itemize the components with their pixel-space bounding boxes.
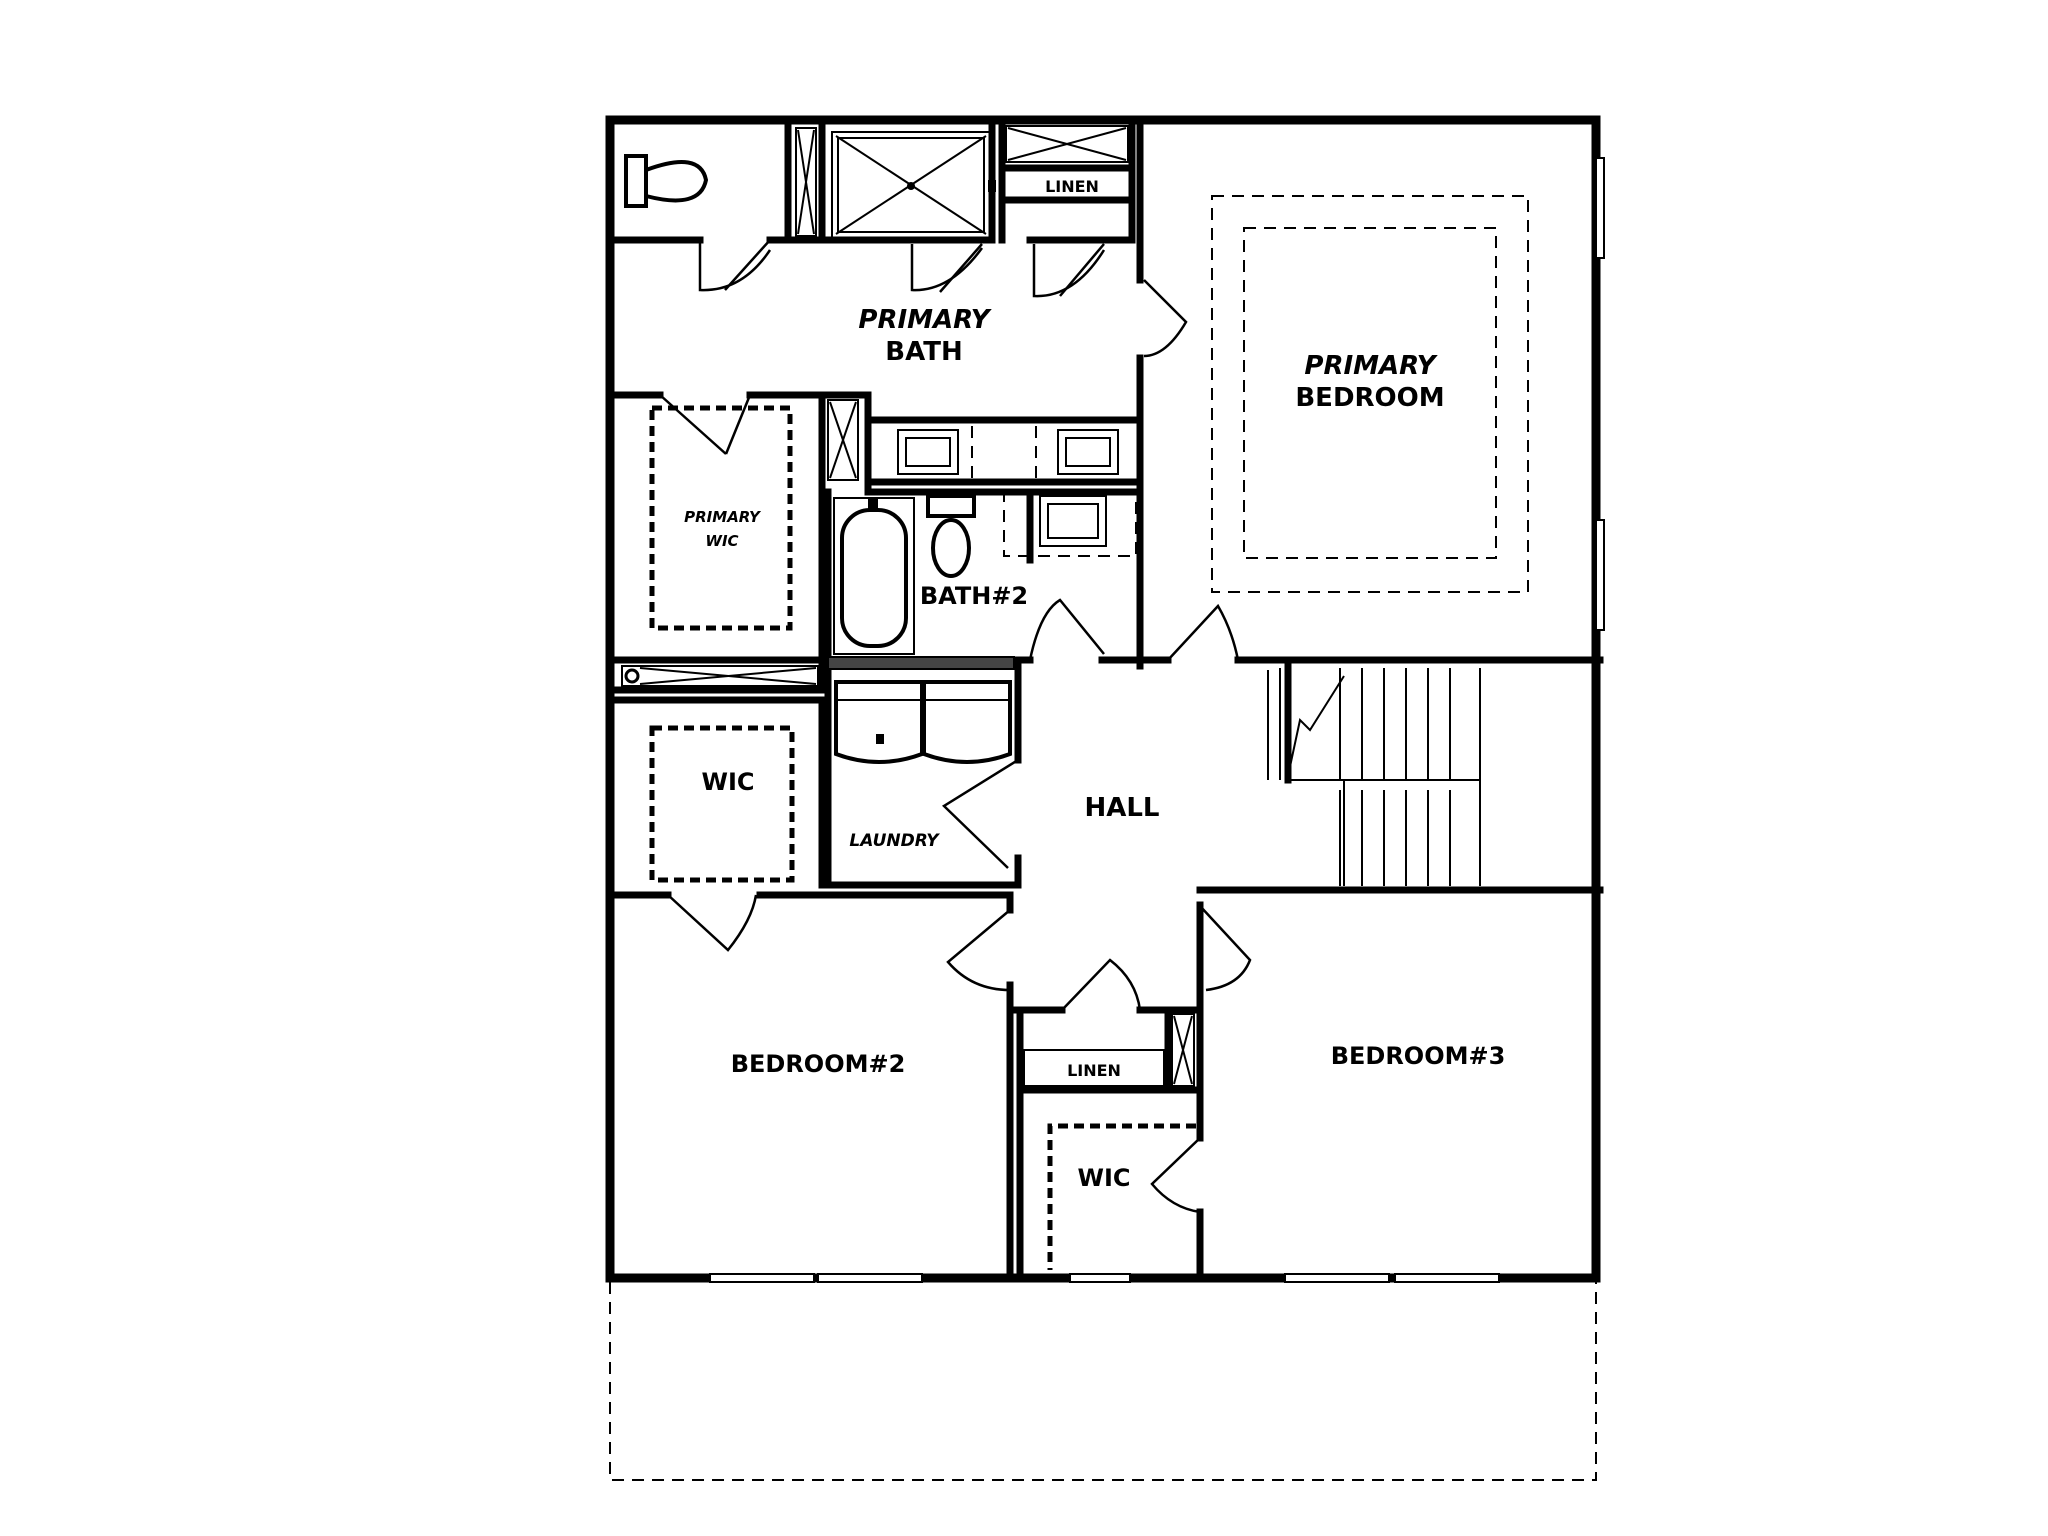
- primary-wic-shelving: [649, 405, 793, 631]
- window-bottom-3: [1069, 1273, 1131, 1283]
- wic-left-shelving: [649, 725, 795, 883]
- shower-icon: [831, 131, 996, 239]
- cabinet-icons: [621, 125, 1195, 1087]
- bath2-label: BATH#2: [920, 582, 1028, 610]
- door-swings: [659, 239, 1252, 1214]
- primary-bath-label-1: PRIMARY: [858, 305, 992, 335]
- window-bottom-5: [1394, 1273, 1500, 1283]
- wic-lower-shelving: [1047, 1123, 1196, 1270]
- bathtub-icon: [833, 497, 915, 655]
- primary-bath-label-2: BATH: [885, 337, 962, 367]
- primary-wic-label-2: WIC: [705, 532, 738, 550]
- linen-shelf-mid: [1023, 1049, 1165, 1087]
- toilet-bath2-icon: [926, 494, 976, 578]
- window-bottom-4: [1284, 1273, 1390, 1283]
- primary-bedroom-label-1: PRIMARY: [1304, 351, 1438, 381]
- washer-dryer-icon: [834, 680, 1012, 764]
- tray-ceiling-inner: [1243, 227, 1497, 559]
- primary-wic-label-1: PRIMARY: [684, 508, 762, 526]
- tray-ceiling-outer: [1211, 195, 1529, 593]
- window-right-bottom: [1595, 519, 1605, 631]
- toilet-icon: [624, 154, 709, 208]
- bedroom3-label: BEDROOM#3: [1331, 1042, 1506, 1070]
- window-bottom-2: [817, 1273, 923, 1283]
- wic-left-label: WIC: [701, 768, 754, 796]
- laundry-label: LAUNDRY: [849, 831, 940, 851]
- interior-walls: [610, 120, 1604, 1278]
- window-right-top: [1595, 157, 1605, 259]
- window-bottom-1: [709, 1273, 815, 1283]
- porch-outline: [609, 1277, 1597, 1481]
- sink-icons: [897, 426, 1137, 557]
- laundry-hatched-wall: [827, 656, 1015, 670]
- bedroom2-label: BEDROOM#2: [731, 1050, 906, 1078]
- wic-lower-label: WIC: [1077, 1164, 1130, 1192]
- hall-label: HALL: [1084, 793, 1159, 823]
- linen-mid-label: LINEN: [1067, 1061, 1121, 1080]
- stairs: [1267, 668, 1481, 886]
- linen-top-label: LINEN: [1045, 177, 1099, 196]
- primary-bedroom-label-2: BEDROOM: [1295, 383, 1444, 413]
